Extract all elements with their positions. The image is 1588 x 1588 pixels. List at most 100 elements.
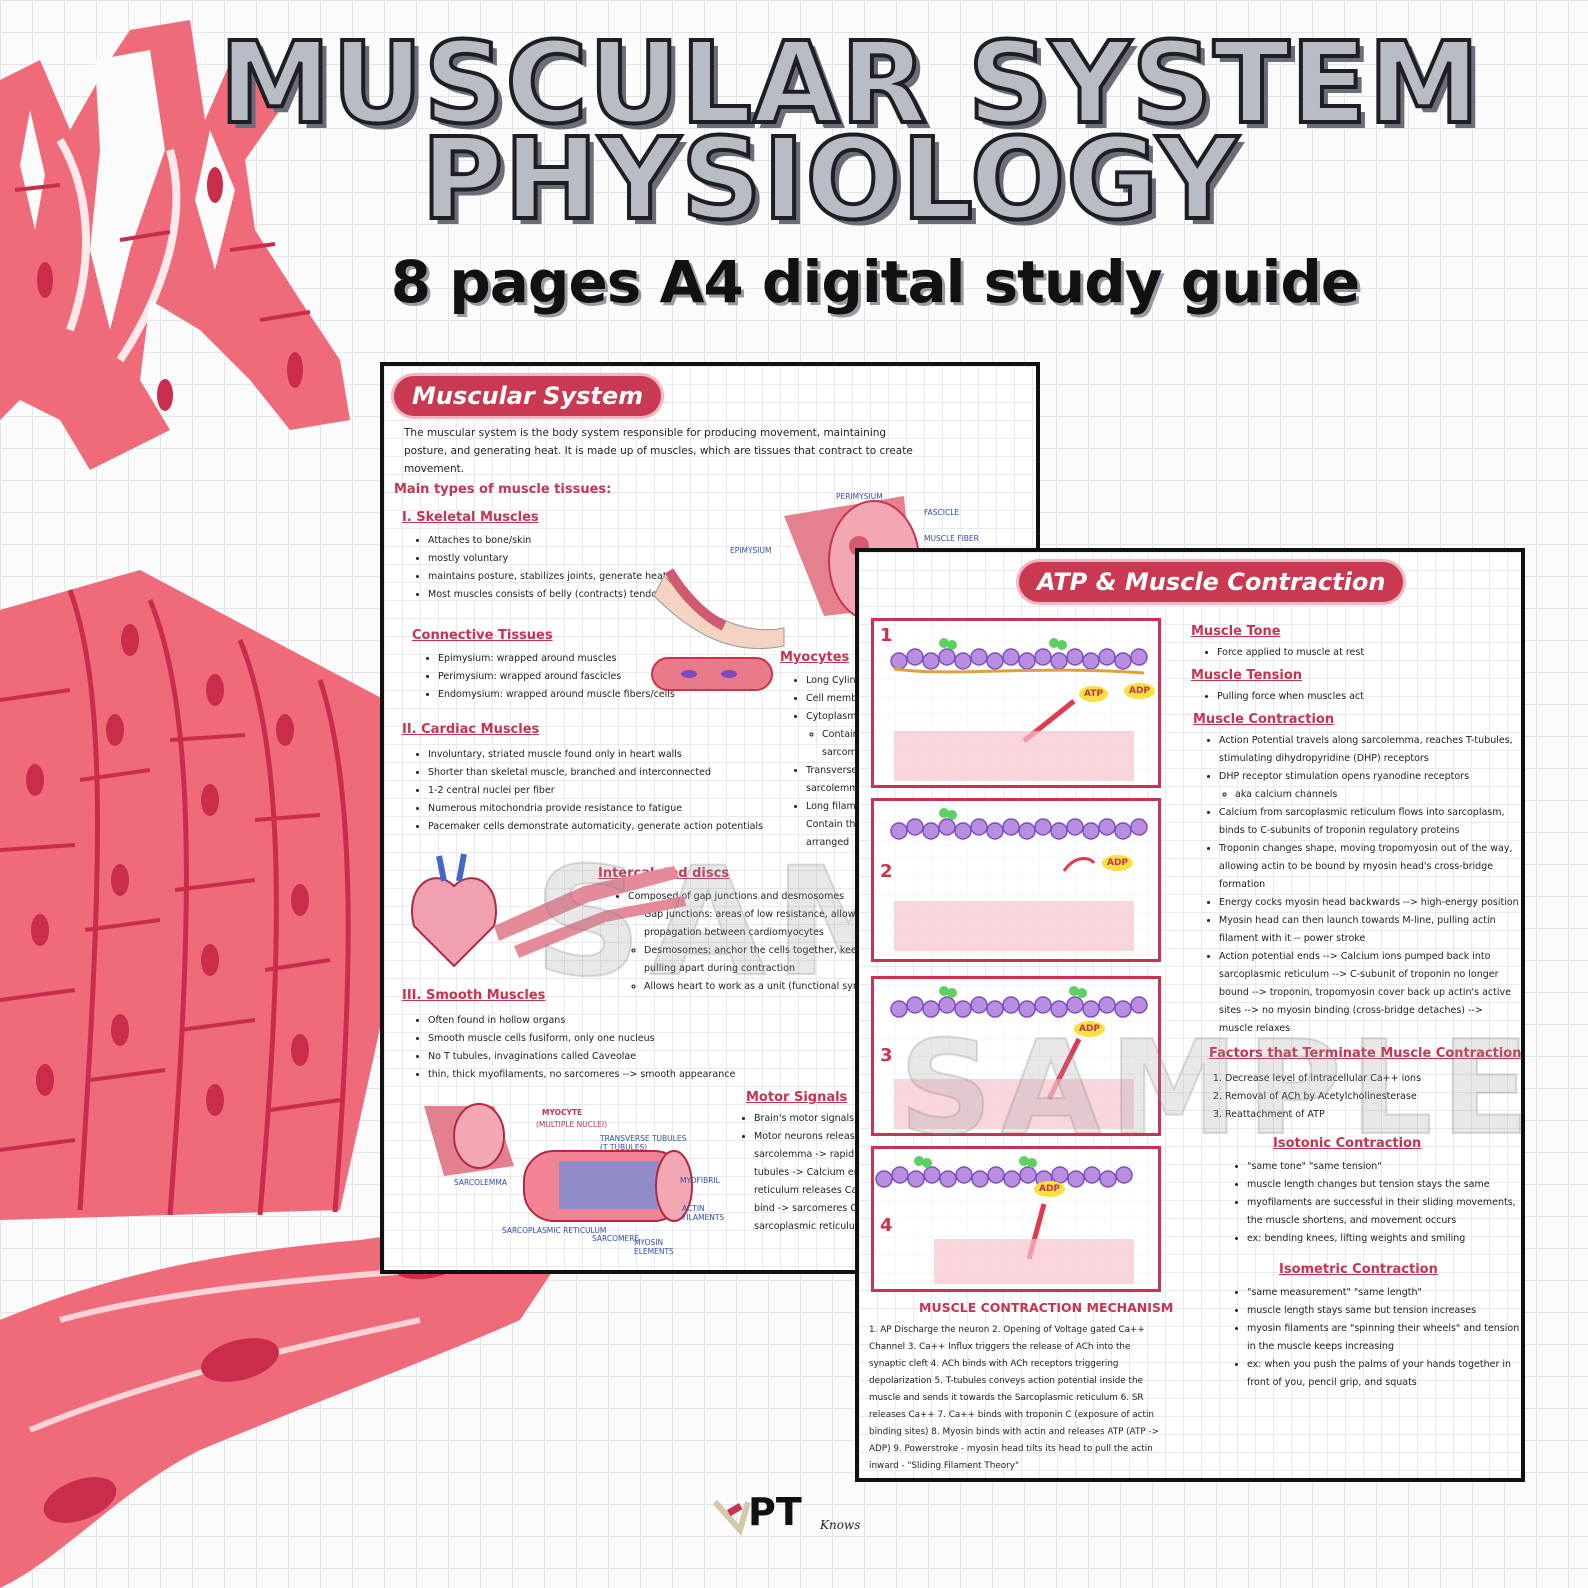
label-sarcolemma: SARCOLEMMA [454,1178,507,1187]
label-sarcomere: SARCOMERE [592,1234,640,1243]
tension-list: Pulling force when muscles act [1199,688,1364,706]
myocyte-diagram-illustration [424,1103,693,1222]
actin-myosin-diagram [890,808,1148,951]
list-item: Transverse [806,762,882,780]
tone-list: Force applied to muscle at rest [1199,644,1364,662]
list-item: Force applied to muscle at rest [1217,644,1364,662]
title-line-2: PHYSIOLOGY [419,115,1240,245]
mechanism-text: 1. AP Discharge the neuron 2. Opening of… [869,1325,1159,1471]
label-multiple-nuclei: (MULTIPLE NUCLEI) [536,1120,608,1129]
terminate-heading: Factors that Terminate Muscle Contractio… [1209,1046,1522,1061]
label-sarcoplasmic-reticulum: SARCOPLASMIC RETICULUM [502,1226,607,1235]
title-line-1: MUSCULAR SYSTEM [217,19,1481,149]
actin-myosin-diagram [890,986,1148,1129]
label-actin: ACTIN FILAMENTS [682,1204,725,1222]
label-t-tubules: TRANSVERSE TUBULES (T TUBULES) [600,1134,687,1152]
sample-watermark: SAMPLE [898,1011,1525,1165]
list-item: Contains [822,726,882,744]
list-item: ex: when you push the palms of your hand… [1247,1356,1521,1392]
list-item: sarcolemma [806,783,865,794]
list-item: mostly voluntary [428,550,668,568]
label-perimysium: PERIMYSIUM [836,492,883,501]
tone-heading: Muscle Tone [1191,624,1281,639]
connective-heading: Connective Tissues [412,628,553,643]
skeletal-heading: I. Skeletal Muscles [402,510,539,525]
step-4-diagram: 4 ADP [871,1146,1161,1292]
list-item: Reattachment of ATP [1225,1106,1421,1124]
list-item: arranged [806,837,850,848]
adp-badge: ADP [1124,683,1156,699]
arm-illustration [653,568,785,650]
cardiac-muscle-top-illustration [0,20,350,470]
list-item: ex: bending knees, lifting weights and s… [1247,1230,1521,1248]
page1-title-badge: Muscular System [394,376,662,416]
list-item: Epimysium: wrapped around muscles [438,650,675,668]
list-item: Smooth muscle cells fusiform, only one n… [428,1030,735,1048]
list-item: Brain's motor signals C [754,1110,869,1128]
cardiac-heading: II. Cardiac Muscles [402,722,540,737]
list-item: Attaches to bone/skin [428,532,668,550]
myocytes-list: Long Cylindrical Cell membrane Cytoplasm… [788,672,882,852]
list-item: "same measurement" "same length" [1247,1284,1521,1302]
myocytes-heading: Myocytes [780,650,850,665]
list-item: Calcium from sarcoplasmic reticulum flow… [1219,804,1519,840]
logo-text-pt: PT [748,1490,802,1534]
list-item: Long Cylindrical [806,672,882,690]
contraction-list: Action Potential travels along sarcolemm… [1201,732,1519,1038]
list-item: Endomysium: wrapped around muscle fibers… [438,686,675,704]
list-item: sarcolemma -> rapid [754,1149,855,1160]
list-item: reticulum releases Calc [754,1185,866,1196]
smooth-list: Often found in hollow organs Smooth musc… [410,1012,735,1084]
cardiac-cells-illustration [494,866,686,958]
list-item: 1-2 central nuclei per fiber [428,782,763,800]
step-1-diagram: 1 ATP ADP [871,618,1161,788]
list-item: muscle length stays same but tension inc… [1247,1302,1521,1320]
list-item: aka calcium channels [1235,786,1519,804]
page2-title-badge: ATP & Muscle Contraction [1019,562,1404,602]
step-3-diagram: 3 ADP [871,976,1161,1136]
cardiac-list: Involuntary, striated muscle found only … [410,746,763,836]
step-2-diagram: 2 ADP [871,798,1161,962]
adp-badge: ADP [1074,1021,1106,1037]
preview-page-atp-contraction: ATP & Muscle Contraction 1 ATP ADP 2 ADP [855,548,1525,1482]
isometric-heading: Isometric Contraction [1279,1262,1438,1277]
list-item: "same tone" "same tension" [1247,1158,1521,1176]
isotonic-heading: Isotonic Contraction [1273,1136,1422,1151]
list-item: Myosin head can then launch towards M-li… [1219,912,1519,948]
isometric-list: "same measurement" "same length" muscle … [1229,1284,1521,1392]
adp-badge: ADP [1034,1181,1066,1197]
list-item: Perimysium: wrapped around fascicles [438,668,675,686]
list-item: Pacemaker cells demonstrate automaticity… [428,818,763,836]
step-number: 2 [880,861,893,882]
smooth-muscle-illustration [0,1232,560,1588]
label-epimysium: EPIMYSIUM [730,546,772,555]
list-item: Shorter than skeletal muscle, branched a… [428,764,763,782]
contraction-heading: Muscle Contraction [1193,712,1335,727]
list-item: myosin filaments are "spinning their whe… [1247,1320,1521,1356]
label-myofibril: MYOFIBRIL [680,1176,720,1185]
list-item: No T tubules, invaginations called Caveo… [428,1048,735,1066]
mechanism-heading: MUSCLE CONTRACTION MECHANISM [919,1300,1174,1315]
list-item: Decrease level of intracellular Ca++ ion… [1225,1070,1421,1088]
terminate-list: Decrease level of intracellular Ca++ ion… [1211,1070,1421,1124]
list-item: Most muscles consists of belly (contract… [428,586,668,604]
list-item: Action potential ends --> Calcium ions p… [1219,948,1519,1038]
list-item: Numerous mitochondria provide resistance… [428,800,763,818]
logo-text-knows: Knows [820,1518,861,1532]
actin-myosin-diagram [875,1156,1134,1284]
list-item: Energy cocks myosin head backwards --> h… [1219,894,1519,912]
label-fascicle: FASCICLE [924,508,960,517]
list-item: Contain the [806,819,862,830]
intercalated-list: Composed of gap junctions and desmosomes… [610,888,918,996]
list-item: thin, thick myofilaments, no sarcomeres … [428,1066,735,1084]
list-item: Involuntary, striated muscle found only … [428,746,763,764]
skeletal-list: Attaches to bone/skin mostly voluntary m… [410,532,668,604]
motor-heading: Motor Signals [746,1090,848,1105]
list-item: Allows heart to work as a unit (function… [644,978,918,996]
label-myosin: MYOSIN ELEMENTS [634,1238,674,1256]
isotonic-list: "same tone" "same tension" muscle length… [1229,1158,1521,1248]
list-item: maintains posture, stabilizes joints, ge… [428,568,668,586]
subtitle: 8 pages A4 digital study guide [390,248,1361,316]
list-item: Often found in hollow organs [428,1012,735,1030]
